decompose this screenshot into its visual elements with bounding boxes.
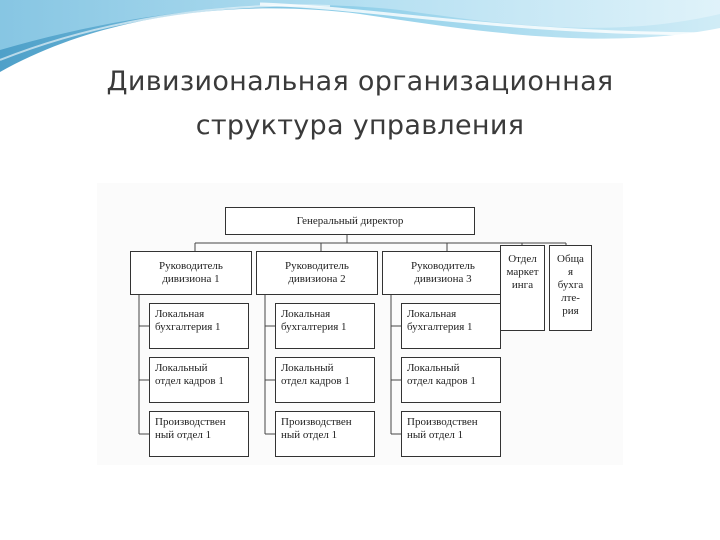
division-3-local-hr: Локальный отдел кадров 1 — [401, 357, 501, 403]
division-head-1: Руководитель дивизиона 1 — [130, 251, 252, 295]
marketing-department-box: Отдел маркет инга — [500, 245, 545, 331]
unit-label-line-2: бухгалтерия 1 — [281, 321, 347, 333]
marketing-line-1: Отдел — [508, 253, 537, 265]
division-1-production: Производствен ный отдел 1 — [149, 411, 249, 457]
division-2-local-accounting: Локальная бухгалтерия 1 — [275, 303, 375, 349]
org-chart-connectors — [138, 235, 567, 435]
unit-label-line-1: Производствен — [407, 416, 478, 428]
unit-label-line-2: отдел кадров 1 — [281, 375, 350, 387]
unit-label-line-1: Локальная — [155, 308, 205, 320]
division-head-1-line-1: Руководитель — [159, 260, 223, 272]
division-head-2-line-2: дивизиона 2 — [288, 273, 346, 285]
unit-label-line-1: Локальный — [407, 362, 460, 374]
division-1-local-hr: Локальный отдел кадров 1 — [149, 357, 249, 403]
unit-label-line-2: бухгалтерия 1 — [155, 321, 221, 333]
division-head-3-line-1: Руководитель — [411, 260, 475, 272]
unit-label-line-2: бухгалтерия 1 — [407, 321, 473, 333]
division-2-production: Производствен ный отдел 1 — [275, 411, 375, 457]
unit-label-line-1: Локальный — [281, 362, 334, 374]
accounting-line-4: лте- — [561, 292, 580, 304]
division-3-local-accounting: Локальная бухгалтерия 1 — [401, 303, 501, 349]
director-box: Генеральный директор — [225, 207, 475, 235]
header-wave-decoration — [0, 0, 720, 72]
director-label: Генеральный директор — [296, 214, 404, 227]
division-3-production: Производствен ный отдел 1 — [401, 411, 501, 457]
marketing-line-3: инга — [511, 279, 534, 291]
unit-label-line-1: Локальная — [281, 308, 331, 320]
accounting-line-3: бухга — [557, 279, 584, 291]
division-2-local-hr: Локальный отдел кадров 1 — [275, 357, 375, 403]
general-accounting-box: Обща я бухга лте- рия — [549, 245, 592, 331]
division-head-1-line-2: дивизиона 1 — [162, 273, 220, 285]
division-head-2: Руководитель дивизиона 2 — [256, 251, 378, 295]
division-head-3: Руководитель дивизиона 3 — [382, 251, 504, 295]
unit-label-line-1: Локальная — [407, 308, 457, 320]
division-head-2-line-1: Руководитель — [285, 260, 349, 272]
accounting-line-1: Обща — [557, 253, 584, 265]
accounting-line-2: я — [567, 266, 574, 278]
title-line-2: структура управления — [195, 110, 525, 141]
unit-label-line-2: отдел кадров 1 — [407, 375, 476, 387]
division-1-local-accounting: Локальная бухгалтерия 1 — [149, 303, 249, 349]
unit-label-line-2: ный отдел 1 — [281, 429, 338, 441]
unit-label-line-2: ный отдел 1 — [155, 429, 212, 441]
marketing-line-2: маркет — [506, 266, 539, 278]
unit-label-line-1: Производствен — [155, 416, 226, 428]
title-line-1: Дивизиональная организационная — [106, 66, 614, 97]
division-head-3-line-2: дивизиона 3 — [414, 273, 472, 285]
unit-label-line-2: ный отдел 1 — [407, 429, 464, 441]
unit-label-line-2: отдел кадров 1 — [155, 375, 224, 387]
unit-label-line-1: Производствен — [281, 416, 352, 428]
slide-title: Дивизиональная организационная структура… — [40, 60, 680, 148]
org-chart: Генеральный директор Руководитель дивизи… — [97, 183, 623, 465]
accounting-line-5: рия — [562, 305, 579, 317]
unit-label-line-1: Локальный — [155, 362, 208, 374]
